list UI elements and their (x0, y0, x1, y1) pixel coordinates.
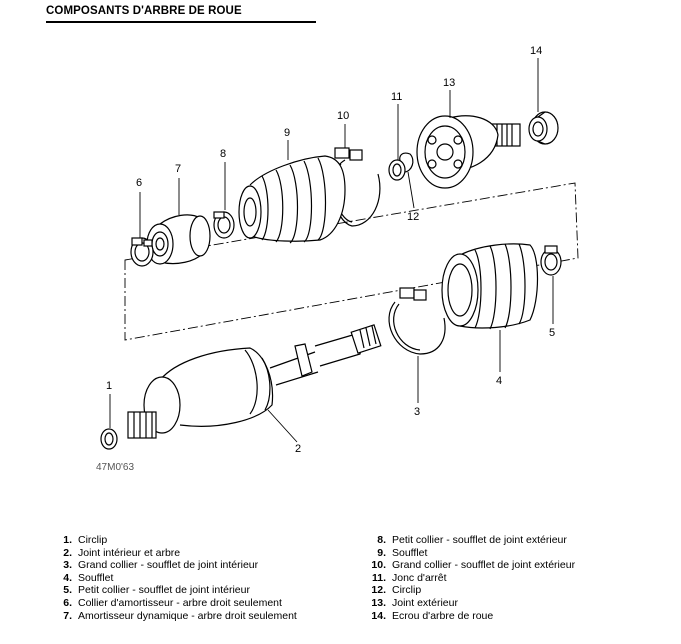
legend-item: 12. Circlip (360, 584, 575, 597)
legend-text: Petit collier - soufflet de joint intéri… (78, 584, 250, 597)
exploded-driveshaft-diagram: 1 2 3 4 5 6 7 8 9 10 11 12 13 14 47M0'63 (96, 45, 579, 473)
legend-item: 13. Joint extérieur (360, 597, 575, 610)
figure-code: 47M0'63 (96, 462, 134, 473)
legend-text: Collier d'amortisseur - arbre droit seul… (78, 596, 282, 609)
legend-number: 4. (63, 571, 72, 584)
callout-6: 6 (136, 177, 142, 189)
callout-leaders (109, 58, 554, 443)
legend-number: 12. (371, 584, 386, 597)
part-9-outer-boot (238, 155, 346, 244)
legend-item: 11. Jonc d'arrêt (360, 572, 575, 585)
part-2-inner-joint-and-shaft (127, 324, 382, 439)
legend-item: 2. Joint intérieur et arbre (46, 547, 297, 560)
legend-text: Jonc d'arrêt (392, 571, 447, 584)
legend-item: 3. Grand collier - soufflet de joint inté… (46, 559, 297, 572)
legend-item: 10. Grand collier - soufflet de joint ext… (360, 559, 575, 572)
part-6-damper-clamp (130, 237, 154, 267)
legend-number: 13. (371, 596, 386, 609)
callout-3: 3 (414, 406, 420, 418)
callout-5: 5 (549, 327, 555, 339)
legend-text: Joint extérieur (392, 596, 458, 609)
legend-number: 8. (377, 534, 386, 546)
legend-text: Amortisseur dynamique - arbre droit seul… (78, 609, 297, 622)
part-11-stop-ring (388, 159, 406, 181)
legend-text: Soufflet (392, 546, 428, 559)
part-3-large-inner-clamp (388, 287, 446, 355)
legend-item: 4. Soufflet (46, 572, 297, 585)
callout-10: 10 (337, 110, 349, 122)
part-5-small-inner-clamp (540, 245, 562, 276)
callout-13: 13 (443, 77, 455, 89)
title-underline (46, 21, 316, 23)
legend-text: Soufflet (78, 571, 114, 584)
part-4-inner-boot (441, 243, 539, 330)
legend-number: 10. (371, 559, 386, 572)
legend-text: Circlip (78, 534, 108, 546)
legend-number: 11. (371, 571, 386, 584)
legend-item: 1. Circlip (46, 534, 297, 547)
part-1-circlip (100, 428, 118, 450)
assembly-centre-line (124, 182, 579, 341)
callout-2: 2 (295, 443, 301, 455)
legend-left: 1. Circlip 2. Joint intérieur et arbre 3. G… (46, 534, 297, 622)
legend-number: 1. (63, 534, 72, 546)
callout-11: 11 (391, 91, 402, 103)
callout-9: 9 (284, 127, 290, 139)
callout-14: 14 (530, 45, 542, 57)
part-13-outer-joint (416, 115, 521, 189)
callout-7: 7 (175, 163, 181, 175)
legend-text: Grand collier - soufflet de joint intéri… (78, 559, 259, 572)
legend-item: 7. Amortisseur dynamique - arbre droit se… (46, 610, 297, 623)
part-8-small-outer-clamp (213, 211, 235, 239)
legend-number: 9. (377, 546, 386, 559)
legend-number: 5. (63, 584, 72, 597)
page-title: COMPOSANTS D'ARBRE DE ROUE (46, 5, 242, 17)
part-7-dynamic-damper (146, 214, 211, 265)
legend-item: 8. Petit collier - soufflet de joint exté… (360, 534, 575, 547)
legend-text: Grand collier - soufflet de joint extéri… (392, 559, 576, 572)
legend-item: 5. Petit collier - soufflet de joint inté… (46, 584, 297, 597)
legend-number: 7. (63, 609, 72, 622)
legend-text: Ecrou d'arbre de roue (392, 609, 494, 622)
legend-item: 6. Collier d'amortisseur - arbre droit se… (46, 597, 297, 610)
callout-1: 1 (106, 380, 112, 392)
callout-4: 4 (496, 375, 502, 387)
legend-number: 14. (371, 609, 386, 622)
legend-text: Petit collier - soufflet de joint extéri… (392, 534, 567, 546)
legend-item: 9. Soufflet (360, 547, 575, 560)
legend-right: 8. Petit collier - soufflet de joint exté… (360, 534, 575, 622)
part-14-wheel-shaft-nut (528, 111, 559, 145)
callout-8: 8 (220, 148, 226, 160)
legend-number: 3. (63, 559, 72, 572)
legend-number: 6. (63, 596, 72, 609)
legend-number: 2. (63, 546, 72, 559)
legend-item: 14. Ecrou d'arbre de roue (360, 610, 575, 623)
callout-12: 12 (407, 211, 419, 223)
legend-text: Joint intérieur et arbre (78, 546, 181, 559)
legend-text: Circlip (392, 584, 422, 597)
